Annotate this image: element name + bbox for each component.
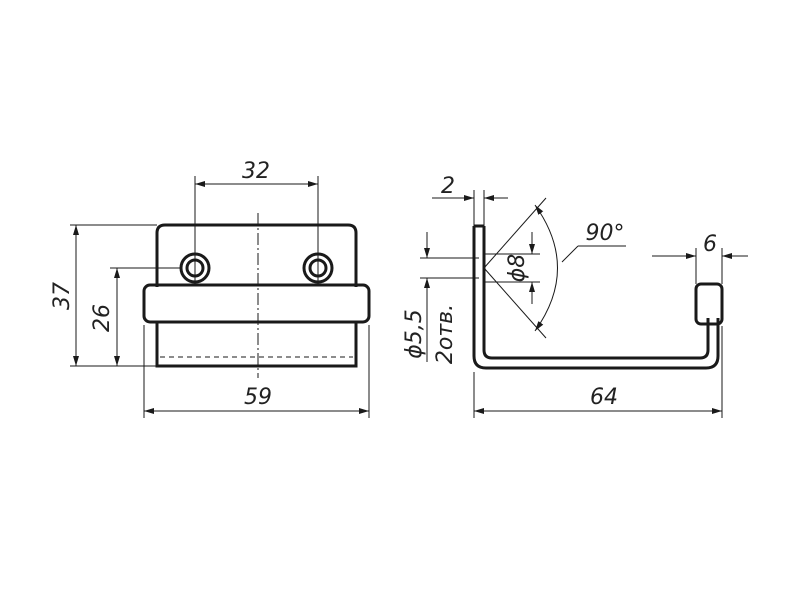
dimension-mount-height: 26 bbox=[90, 267, 180, 367]
dim-label-2-holes: 2отв. bbox=[433, 304, 458, 364]
dimension-width: 59 bbox=[143, 325, 370, 418]
dimension-total-height: 37 bbox=[50, 224, 157, 367]
dim-label-59: 59 bbox=[244, 385, 272, 410]
dim-label-6: 6 bbox=[703, 232, 717, 257]
dimension-tip-width: 6 bbox=[652, 232, 748, 284]
side-view: 2 90° ϕ8 ϕ5,5 2отв. bbox=[402, 174, 748, 418]
dimension-outer-diameter: ϕ8 bbox=[484, 232, 540, 304]
back-plate bbox=[155, 223, 358, 287]
dim-label-37: 37 bbox=[50, 282, 75, 310]
dim-label-64: 64 bbox=[590, 385, 618, 410]
dim-label-2: 2 bbox=[441, 174, 455, 199]
dimension-angle: 90° bbox=[483, 197, 626, 339]
mount-base bbox=[142, 283, 371, 324]
hook-tip-cap bbox=[694, 282, 724, 326]
dim-label-phi8: ϕ8 bbox=[505, 254, 530, 283]
dim-label-32: 32 bbox=[242, 159, 270, 184]
lower-part bbox=[155, 322, 358, 368]
dimension-length: 64 bbox=[473, 326, 723, 418]
dimension-thickness: 2 bbox=[432, 174, 508, 226]
front-view: 32 37 26 59 bbox=[50, 159, 371, 418]
dim-label-phi5-5: ϕ5,5 bbox=[402, 309, 427, 359]
hook-body bbox=[472, 226, 720, 370]
dim-label-26: 26 bbox=[90, 304, 115, 332]
dimension-hole-diameter: ϕ5,5 2отв. bbox=[402, 232, 474, 364]
hook-body-inner bbox=[482, 226, 710, 360]
dimension-hole-spacing: 32 bbox=[194, 159, 319, 282]
dim-label-90: 90° bbox=[586, 221, 625, 246]
